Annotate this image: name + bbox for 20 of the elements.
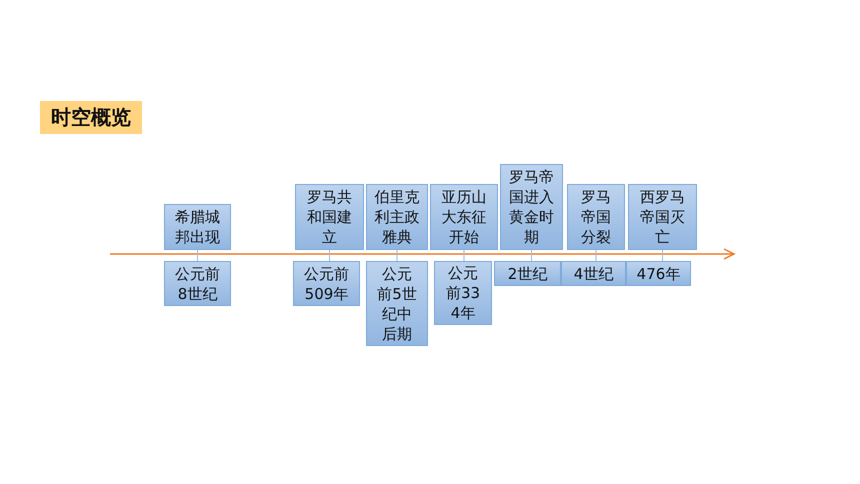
event-box: 罗马帝国进入黄金时期 (500, 164, 563, 250)
tick-line (329, 250, 330, 262)
date-box: 公元前509年 (293, 261, 360, 306)
date-box: 公元前8世纪 (164, 261, 231, 306)
date-box: 2世纪 (494, 261, 561, 286)
event-box: 西罗马帝国灭亡 (628, 184, 697, 250)
event-box: 亚历山大东征开始 (430, 184, 498, 250)
event-box: 伯里克利主政雅典 (366, 184, 428, 250)
event-box: 罗马帝国分裂 (567, 184, 625, 250)
tick-line (531, 250, 532, 262)
tick-line (197, 250, 198, 262)
title-banner: 时空概览 (40, 101, 142, 134)
date-box: 公元前334年 (434, 261, 492, 325)
tick-line (662, 250, 663, 262)
date-box: 公元前5世纪中后期 (366, 261, 428, 346)
date-box: 476年 (626, 261, 691, 286)
tick-line (396, 250, 398, 262)
event-box: 罗马共和国建立 (295, 184, 364, 250)
date-box: 4世纪 (561, 261, 626, 286)
event-box: 希腊城邦出现 (164, 204, 231, 250)
